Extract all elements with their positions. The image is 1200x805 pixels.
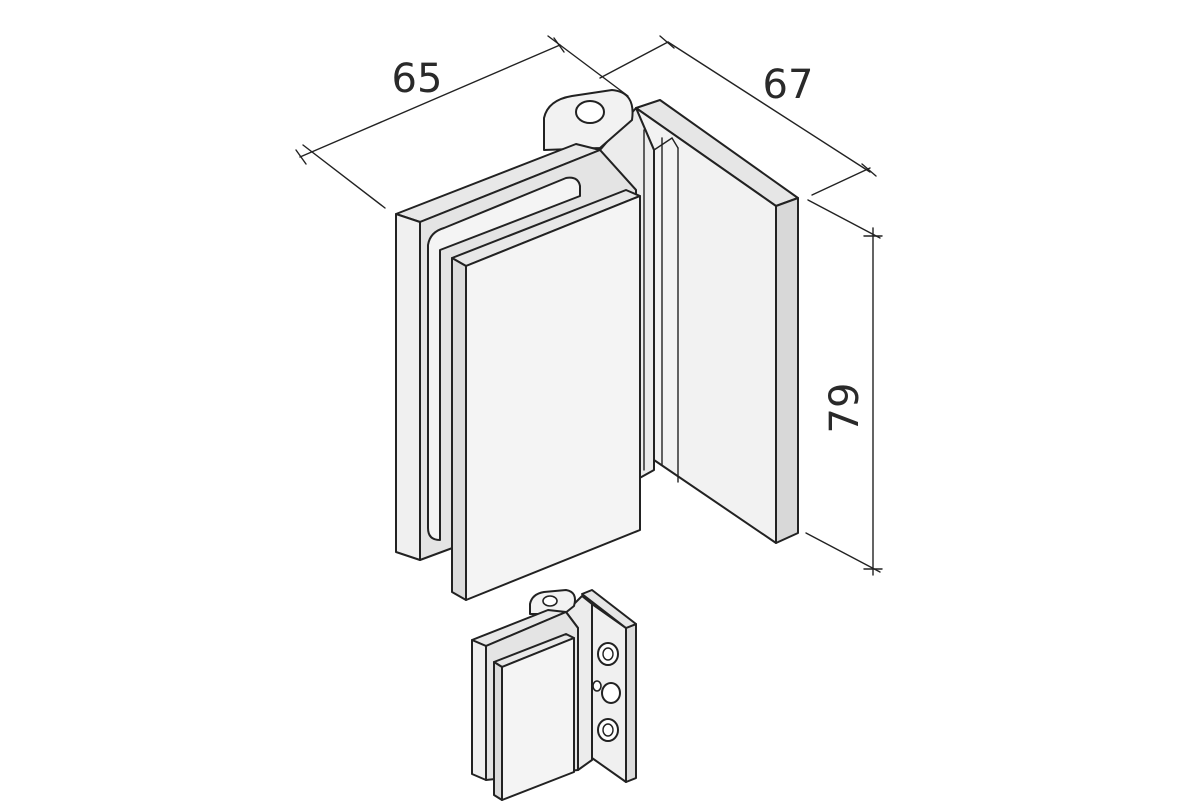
dimension-67: 67 (599, 35, 877, 196)
dimension-67-label: 67 (763, 62, 814, 108)
dimension-65: 65 (295, 35, 629, 209)
screw-hole-bottom-icon (597, 718, 619, 742)
pin-hole-icon (575, 100, 605, 124)
front-clamp-side (451, 257, 467, 601)
dimension-79: 79 (805, 199, 883, 576)
small-front-clamp-side (493, 661, 503, 801)
dimension-65-label: 65 (392, 56, 443, 102)
small-front-clamp-plate (501, 637, 575, 801)
wall-plate-groove (653, 137, 679, 151)
small-back-clamp-side (471, 639, 487, 781)
wall-plate-side (775, 197, 799, 544)
dimension-79-label: 79 (822, 383, 868, 434)
small-hinge (471, 589, 637, 801)
small-wall-plate-top (581, 589, 637, 629)
front-clamp-plate (465, 195, 641, 601)
small-wall-plate-side (625, 623, 637, 783)
glass-gasket (427, 176, 581, 541)
main-hinge (395, 89, 799, 601)
small-pin-hole-icon (542, 595, 558, 607)
screw-hole-top-icon (597, 642, 619, 666)
back-clamp-plate (395, 213, 421, 561)
